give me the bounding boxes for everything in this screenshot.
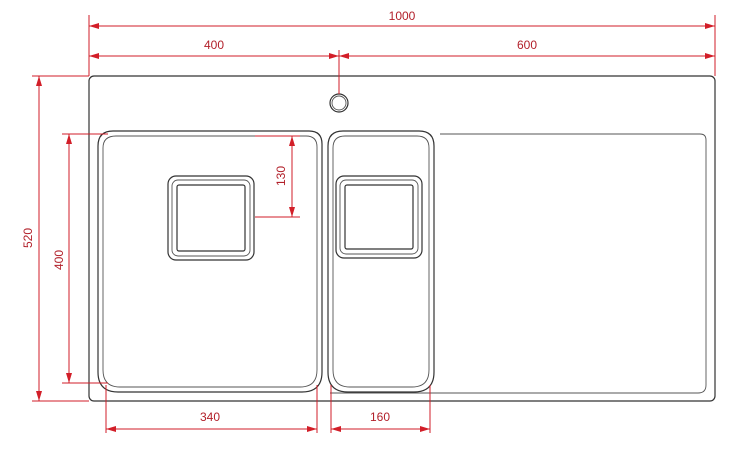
total-width-label: 1000 [389,9,416,23]
small-bowl-inner [332,135,430,388]
main-bowl-inner [102,135,318,388]
sink-outline [88,75,716,402]
dimension-small-bowl-width: 160 [330,385,431,433]
right-width-label: 600 [517,38,537,52]
sink-top-plate [88,75,716,402]
small-drain-middle [339,179,419,255]
dimension-split-widths: 400 600 [89,38,715,94]
main-drain-middle [171,179,251,257]
dimension-drain-offset: 130 [255,135,300,218]
main-bowl-width-label: 340 [200,410,220,424]
small-drain-inner [344,184,414,250]
tap-hole [329,93,349,113]
small-bowl-width-label: 160 [370,410,390,424]
main-bowl-outer [97,130,323,393]
small-drain-outer [335,175,423,259]
small-bowl-outer [327,130,435,393]
dimension-main-bowl-width: 340 [105,385,318,433]
bowl-depth-label: 400 [52,250,66,270]
dimension-total-width: 1000 [88,9,716,76]
dimension-total-depth: 520 [21,75,89,402]
main-drain-outer [167,175,255,261]
total-depth-label: 520 [21,228,35,248]
dimension-bowl-depth: 400 [52,133,108,384]
drain-offset-label: 130 [274,166,288,186]
drainboard-outline [330,133,707,394]
main-drain-inner [176,184,246,252]
left-width-label: 400 [204,38,224,52]
tap-hole-inner [331,95,347,111]
